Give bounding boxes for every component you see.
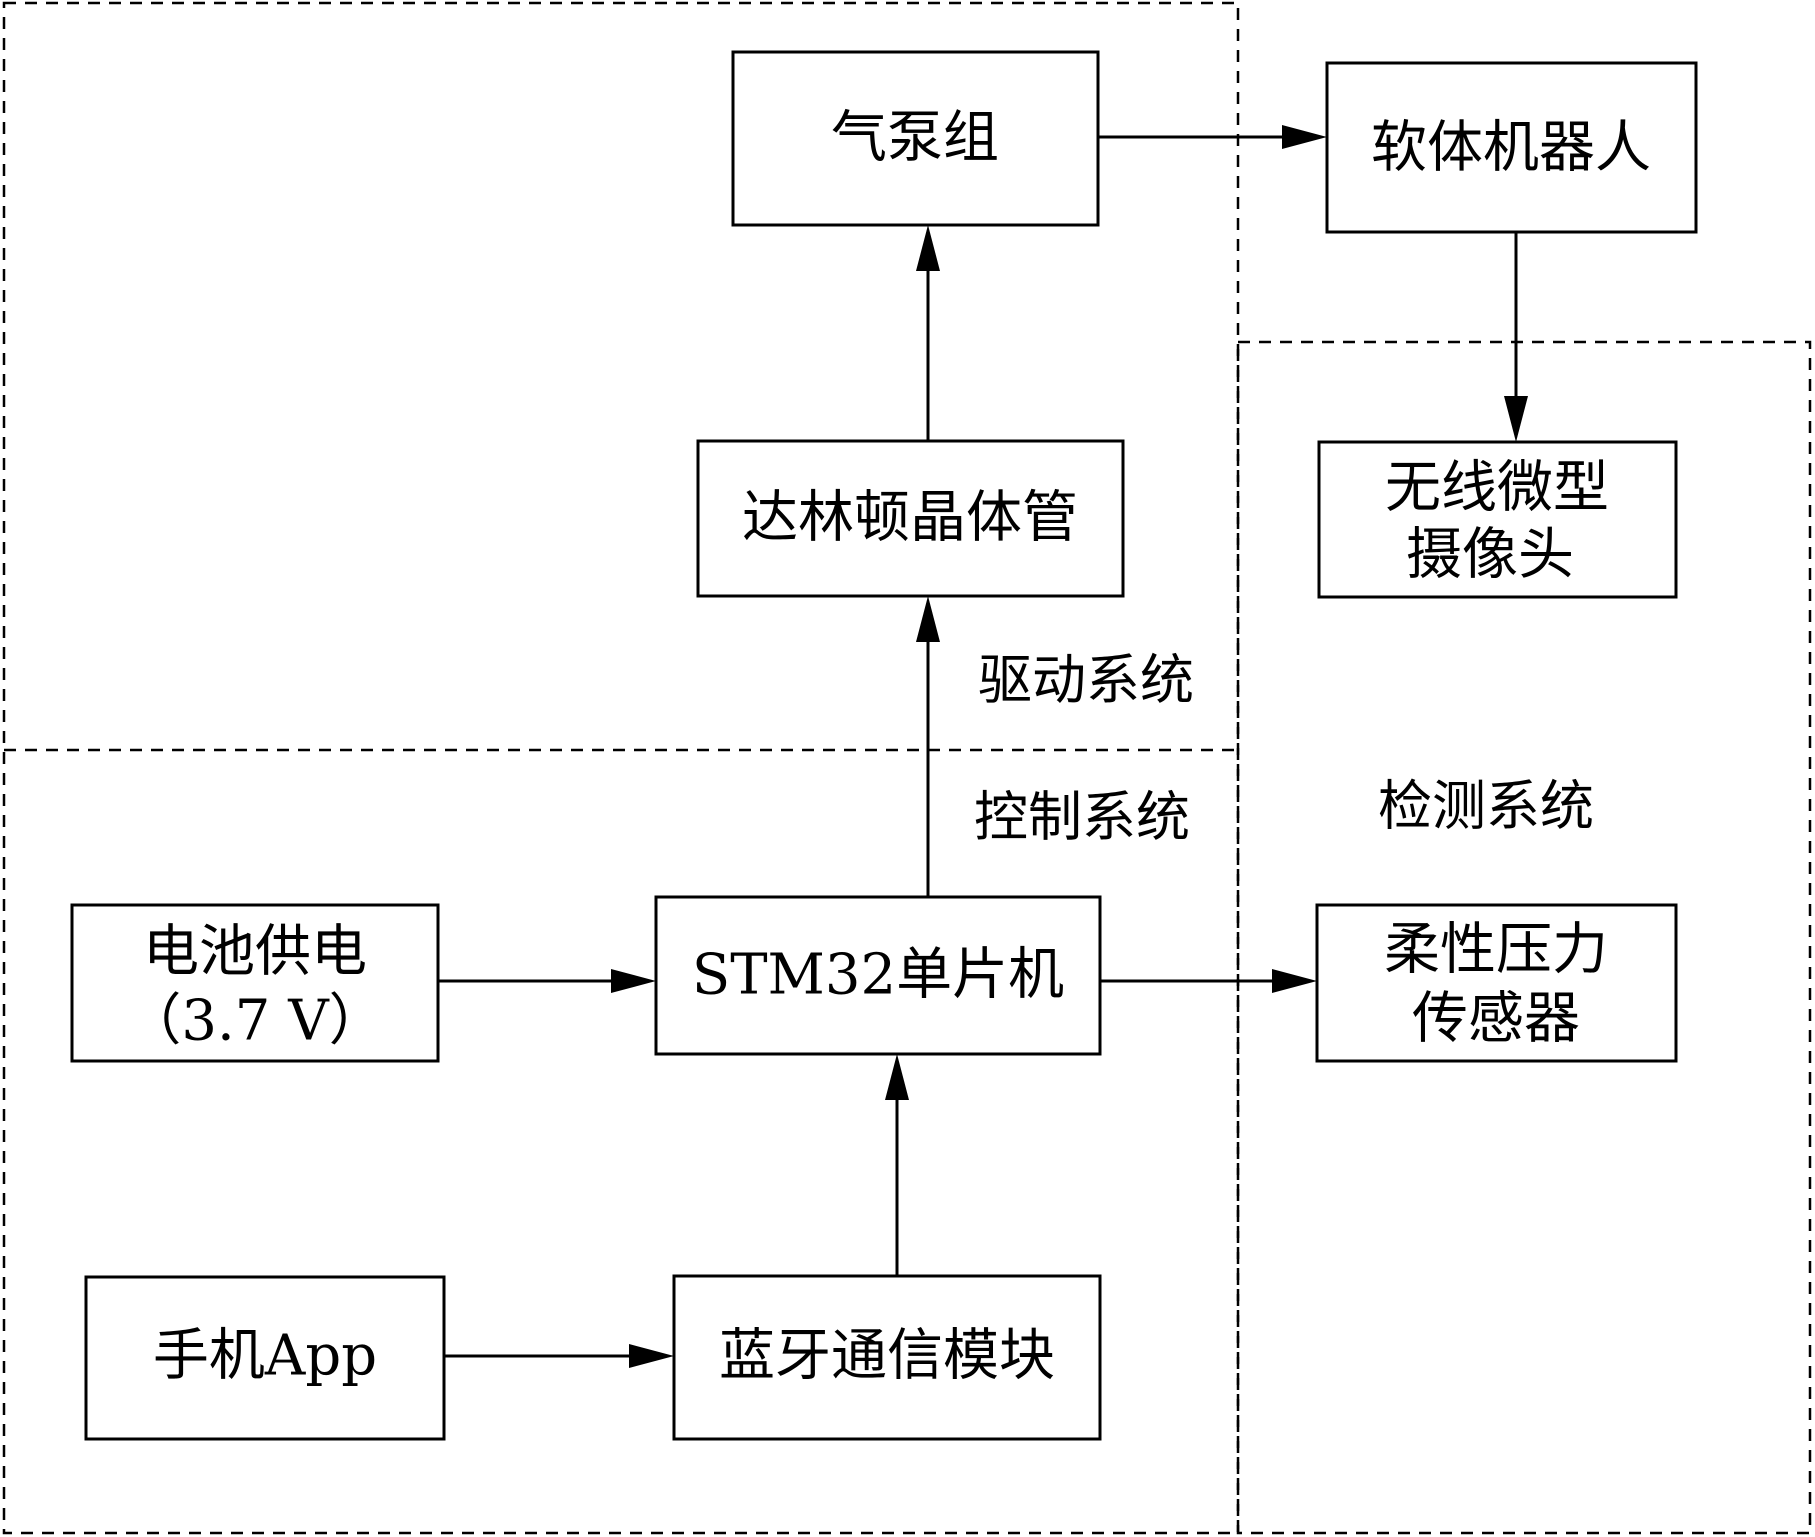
- control-system-label: 控制系统: [974, 786, 1190, 849]
- arrow-darlington-to-pump-head: [916, 225, 940, 271]
- phone-app-box: [84, 1275, 446, 1441]
- wireless-camera-box: [1317, 440, 1678, 599]
- arrow-stm32-to-darlington-head: [916, 596, 940, 642]
- air-pump-group-box: [731, 50, 1100, 227]
- battery-supply-label-line2: （3.7 V）: [125, 989, 384, 1054]
- node-boxes: [70, 50, 1698, 1441]
- arrow-pump-to-robot-head: [1282, 125, 1327, 149]
- wireless-camera-label-line2: 摄像头: [1406, 523, 1574, 588]
- flexible-pressure-sensor-label-line2: 传感器: [1412, 987, 1580, 1052]
- node-labels: 气泵组 软体机器人 达林顿晶体管 无线微型 摄像头 电池供电 （3.7 V） S…: [125, 106, 1651, 1389]
- detection-system-label: 检测系统: [1378, 775, 1594, 838]
- battery-supply-box: [70, 903, 440, 1063]
- wireless-camera-label-line1: 无线微型: [1385, 456, 1609, 521]
- region-labels: 驱动系统 控制系统 检测系统: [974, 649, 1594, 849]
- soft-robot-box: [1325, 61, 1698, 234]
- phone-app-label: 手机App: [153, 1324, 377, 1389]
- flexible-pressure-sensor-box: [1315, 903, 1678, 1063]
- connectors: [438, 125, 1528, 1368]
- outer-boundary: [2, 1, 1240, 1535]
- battery-supply-label-line1: 电池供电: [143, 920, 367, 985]
- flexible-pressure-sensor-label-line1: 柔性压力: [1384, 918, 1608, 983]
- detection-region-boundary: [1236, 340, 1812, 1535]
- arrow-robot-to-camera-head: [1504, 396, 1528, 442]
- drive-system-label: 驱动系统: [978, 649, 1194, 712]
- darlington-transistor-label: 达林顿晶体管: [742, 486, 1078, 551]
- soft-robot-label: 软体机器人: [1371, 116, 1651, 181]
- bluetooth-module-label: 蓝牙通信模块: [719, 1324, 1055, 1389]
- bluetooth-module-box: [672, 1274, 1102, 1441]
- darlington-transistor-box: [696, 439, 1125, 598]
- stm32-mcu-label: STM32单片机: [692, 943, 1064, 1008]
- air-pump-group-label: 气泵组: [831, 106, 999, 171]
- arrow-bluetooth-to-stm32-head: [885, 1054, 909, 1100]
- arrow-stm32-to-sensor-head: [1272, 969, 1317, 993]
- arrow-battery-to-stm32-head: [611, 969, 656, 993]
- stm32-mcu-box: [654, 895, 1102, 1056]
- arrow-app-to-bluetooth-head: [629, 1344, 674, 1368]
